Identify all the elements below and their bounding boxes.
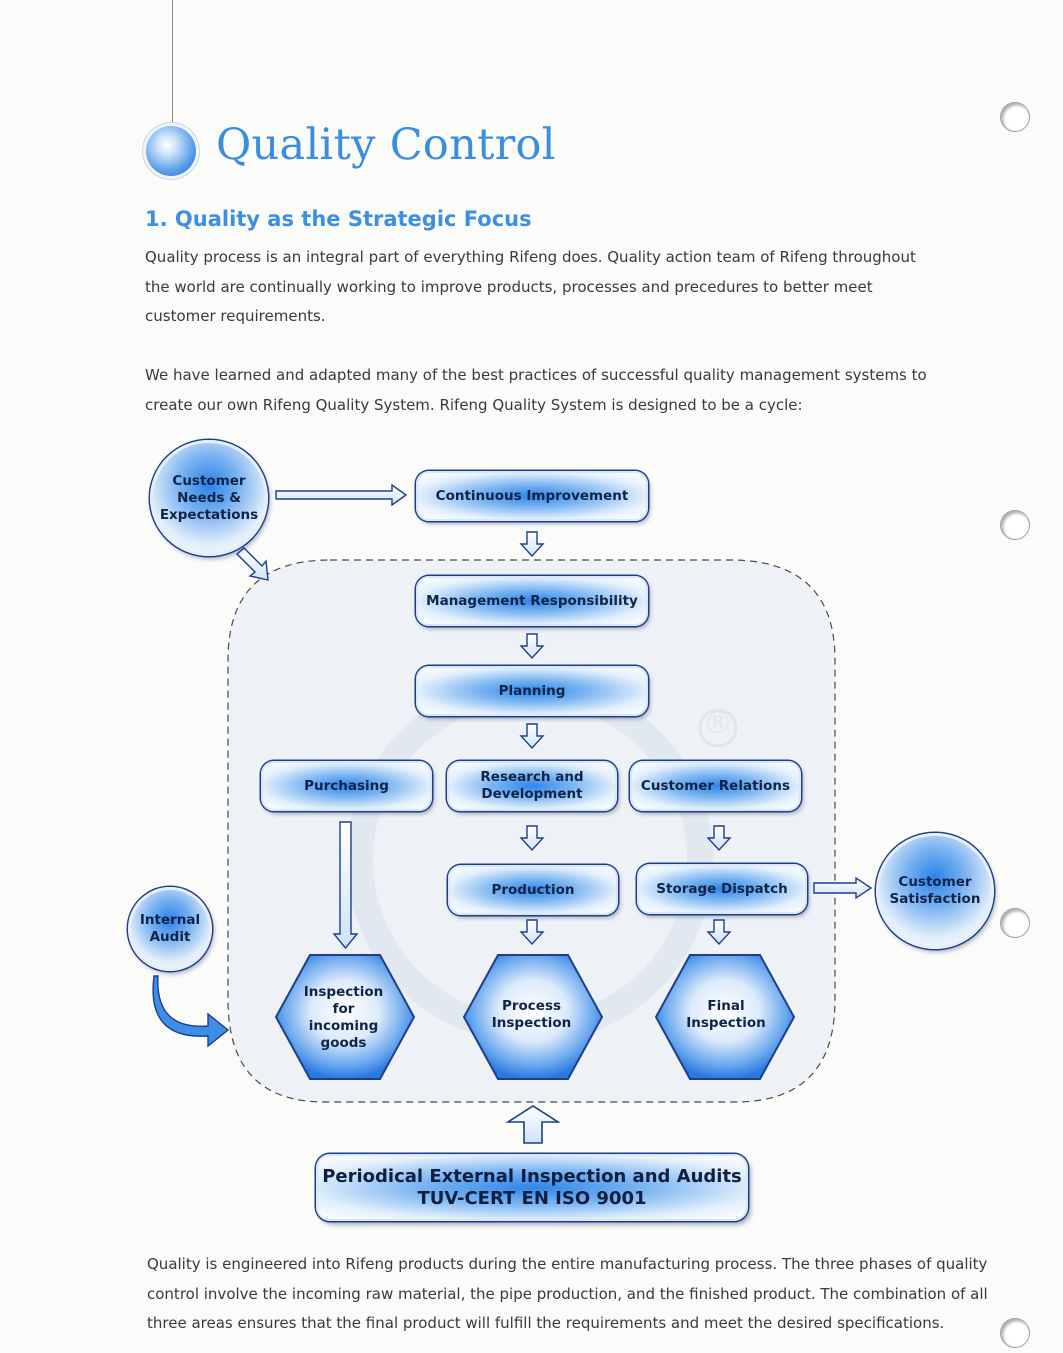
node-external-audit: Periodical External Inspection and Audit… <box>316 1154 748 1221</box>
binder-hole-4 <box>1000 1318 1030 1348</box>
label-process-inspection: Process Inspection <box>491 998 572 1031</box>
watermark-emblem <box>347 677 713 1043</box>
arrow-to-continuous-improvement <box>275 483 408 507</box>
title-orb-icon <box>146 126 196 176</box>
label-inspection-incoming: Inspection for incoming goods <box>303 984 384 1051</box>
binder-hole-3 <box>1000 908 1030 938</box>
node-planning: Planning <box>416 666 648 716</box>
arrow-external-audit-up <box>505 1105 561 1144</box>
intro-paragraph: Quality process is an integral part of e… <box>145 248 916 325</box>
page-title: Quality Control <box>216 120 556 170</box>
node-continuous-improvement: Continuous Improvement <box>416 471 648 521</box>
binder-hole-1 <box>1000 102 1030 132</box>
node-storage-dispatch: Storage Dispatch <box>637 864 807 914</box>
arrow-purchasing-to-inspection <box>332 821 359 950</box>
section-heading: 1. Quality as the Strategic Focus <box>145 207 532 231</box>
closing-paragraph: Quality is engineered into Rifeng produc… <box>147 1255 988 1332</box>
node-research-development: Research and Development <box>447 761 617 811</box>
arrow-needs-to-cycle <box>235 547 269 581</box>
system-paragraph: We have learned and adapted many of the … <box>145 366 927 414</box>
margin-rule-line <box>172 0 173 122</box>
node-internal-audit: Internal Audit <box>128 887 212 971</box>
internal-audit-curved-arrow <box>152 975 230 1048</box>
node-customer-needs: Customer Needs & Expectations <box>150 440 268 556</box>
node-purchasing: Purchasing <box>261 761 432 811</box>
binder-hole-2 <box>1000 510 1030 540</box>
node-customer-satisfaction: Customer Satisfaction <box>876 833 994 949</box>
node-customer-relations: Customer Relations <box>630 761 801 811</box>
label-final-inspection: Final Inspection <box>686 998 766 1031</box>
registered-mark: ® <box>703 706 733 741</box>
node-management-responsibility: Management Responsibility <box>416 576 648 626</box>
external-audit-line1: Periodical External Inspection and Audit… <box>322 1165 742 1187</box>
external-audit-line2: TUV-CERT EN ISO 9001 <box>417 1187 647 1209</box>
arrow-to-customer-satisfaction <box>813 876 873 900</box>
node-production: Production <box>448 865 618 915</box>
